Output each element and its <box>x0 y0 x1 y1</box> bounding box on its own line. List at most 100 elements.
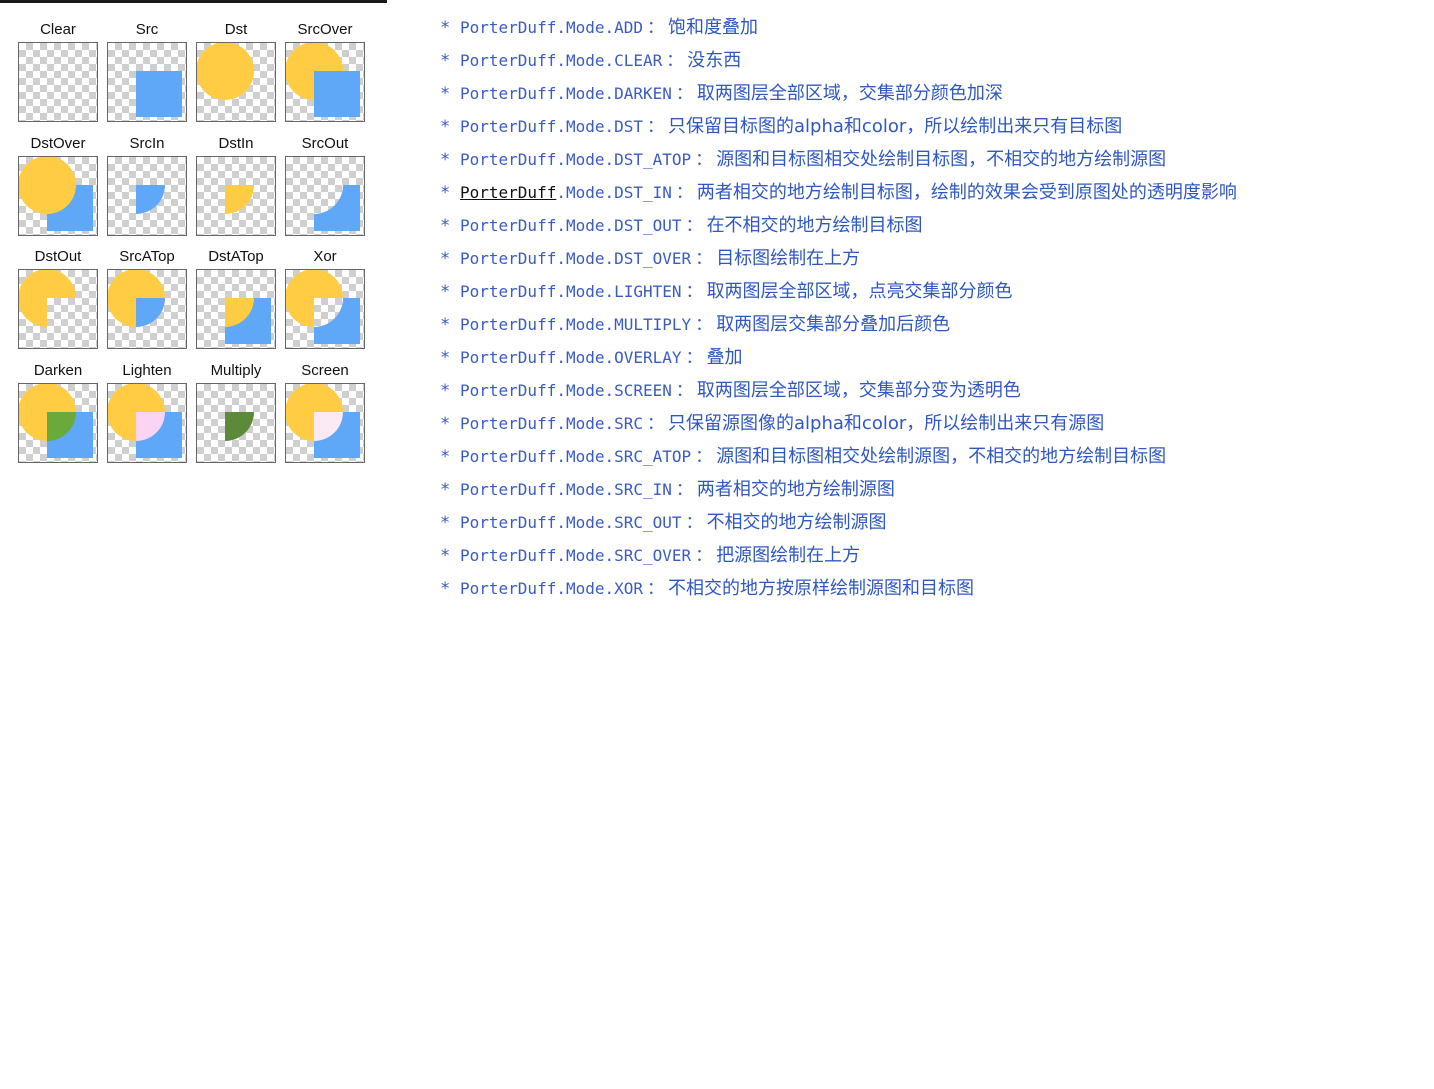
composite-shapes <box>19 156 93 231</box>
checkerboard-canvas <box>107 269 187 349</box>
bullet-star: * <box>440 546 451 566</box>
checkerboard-canvas <box>196 269 276 349</box>
mode-description: 取两图层交集部分叠加后颜色 <box>716 314 951 335</box>
composite-shapes <box>314 184 360 231</box>
checkerboard-canvas <box>285 382 365 463</box>
separator-colon: ： <box>666 51 684 71</box>
mode-constant-name: PorterDuff.Mode.DST_ATOP <box>460 150 692 169</box>
mode-description: 不相交的地方按原样绘制源图和目标图 <box>668 578 975 599</box>
mode-description: 源图和目标图相交处绘制目标图，不相交的地方绘制源图 <box>716 149 1167 170</box>
checkerboard-canvas <box>285 42 365 122</box>
checkerboard-canvas <box>18 42 98 122</box>
bullet-star: * <box>440 381 451 401</box>
mode-description: 源图和目标图相交处绘制源图，不相交的地方绘制目标图 <box>716 446 1167 467</box>
bullet-star: * <box>440 447 451 467</box>
mode-constant-name: PorterDuff.Mode.MULTIPLY <box>460 315 692 334</box>
mode-list-item: *PorterDuff.Mode.SRC_OVER：把源图绘制在上方 <box>440 541 1420 574</box>
mode-tile-label: DstATop <box>208 248 264 265</box>
separator-colon: ： <box>675 84 693 104</box>
bullet-star: * <box>440 84 451 104</box>
separator-colon: ： <box>685 282 703 302</box>
composite-shapes <box>225 184 254 214</box>
mode-list-item: *PorterDuff.Mode.DST_ATOP：源图和目标图相交处绘制目标图… <box>440 145 1420 178</box>
mode-tile-label: Lighten <box>122 361 172 379</box>
bullet-star: * <box>440 249 451 269</box>
mode-tile-label: SrcOut <box>301 134 349 152</box>
mode-constant-name: PorterDuff.Mode.SRC_OUT <box>460 513 682 532</box>
separator-colon: ： <box>695 315 713 335</box>
separator-colon: ： <box>685 348 703 368</box>
mode-constant-name: PorterDuff.Mode.XOR <box>460 579 644 598</box>
bullet-star: * <box>440 282 451 302</box>
mode-constant: PorterDuff.Mode.XOR <box>460 579 643 598</box>
mode-constant-name: PorterDuff.Mode.SCREEN <box>460 381 672 400</box>
separator-colon: ： <box>685 216 703 236</box>
mode-list-item: * PorterDuff.Mode.DST_OUT：在不相交的地方绘制目标图 <box>440 211 1420 244</box>
mode-tile-label: SrcIn <box>129 134 165 152</box>
mode-list-item: *PorterDuff.Mode.LIGHTEN：取两图层全部区域，点亮交集部分… <box>440 277 1420 310</box>
mode-constant: PorterDuff.Mode.MULTIPLY <box>460 315 691 334</box>
mode-description: 目标图绘制在上方 <box>716 248 861 269</box>
separator-colon: ： <box>675 381 693 401</box>
composite-shapes <box>286 43 360 117</box>
mode-tile-label: SrcATop <box>119 248 175 265</box>
mode-description: 在不相交的地方绘制目标图 <box>706 215 923 236</box>
mode-constant: PorterDuff.Mode.SRC_ATOP <box>460 447 691 466</box>
src-out-region <box>314 184 360 231</box>
separator-colon: ： <box>695 546 713 566</box>
dst-circle <box>197 43 254 100</box>
separator-colon: ： <box>695 447 713 467</box>
src-atop-region <box>136 298 165 327</box>
mode-tile-label: Screen <box>301 361 349 379</box>
bullet-star: * <box>440 216 451 236</box>
mode-list: *PorterDuff.Mode.ADD：饱和度叠加*PorterDuff.Mo… <box>440 13 1420 607</box>
mode-constant-name: PorterDuff.Mode.DST_OUT <box>460 216 682 235</box>
bullet-star: * <box>440 117 451 137</box>
composite-shapes <box>136 184 165 214</box>
class-link[interactable]: PorterDuff <box>460 183 557 202</box>
bullet-star: * <box>440 51 451 71</box>
composite-shapes <box>19 383 93 458</box>
mode-constant: PorterDuff.Mode.LIGHTEN <box>460 282 682 301</box>
mode-description: 取两图层全部区域，交集部分变为透明色 <box>696 380 1021 401</box>
mode-description: 两者相交的地方绘制目标图，绘制的效果会受到原图处的透明度影响 <box>696 182 1237 203</box>
composite-shapes <box>286 383 360 458</box>
mode-description: 没东西 <box>687 50 742 71</box>
mode-constant-name: PorterDuff.Mode.LIGHTEN <box>460 282 682 301</box>
bullet-star: * <box>440 150 451 170</box>
checkerboard-canvas <box>196 42 276 122</box>
dst-atop-region <box>225 298 254 327</box>
mode-constant-name: .Mode.DST_IN <box>556 183 672 202</box>
checkerboard-canvas <box>196 155 276 236</box>
lighten-overlap <box>136 411 165 441</box>
composite-shapes <box>19 270 76 327</box>
checkerboard-canvas <box>18 269 98 349</box>
mode-tile-label: Src <box>135 21 159 38</box>
checkerboard-canvas <box>18 155 98 236</box>
mode-constant: PorterDuff.Mode.DST_ATOP <box>460 150 691 169</box>
mode-list-item: *PorterDuff.Mode.ADD：饱和度叠加 <box>440 13 1420 46</box>
separator-colon: ： <box>647 18 665 38</box>
separator-colon: ： <box>675 183 693 203</box>
dst-xor-region <box>286 270 343 327</box>
mode-list-item: *PorterDuff.Mode.OVERLAY：叠加 <box>440 343 1420 376</box>
bullet-star: * <box>440 579 451 599</box>
bullet-star: * <box>440 480 451 500</box>
bullet-star: * <box>440 18 451 38</box>
composite-shapes <box>108 270 165 327</box>
mode-tile-label: SrcOver <box>297 21 353 38</box>
mode-constant: PorterDuff.Mode.SRC_OVER <box>460 546 691 565</box>
checkerboard-canvas <box>107 42 187 122</box>
mode-tile-label: Darken <box>33 361 83 379</box>
mode-constant-name: PorterDuff.Mode.DST_OVER <box>460 249 692 268</box>
bullet-star: * <box>440 183 451 203</box>
mode-tile-label: DstOut <box>34 248 82 265</box>
separator-colon: ： <box>685 513 703 533</box>
checkerboard-canvas <box>285 269 365 349</box>
mode-list-item: *PorterDuff.Mode.SRC_IN：两者相交的地方绘制源图 <box>440 475 1420 508</box>
mode-constant: PorterDuff.Mode.SRC <box>460 414 643 433</box>
screen-overlap <box>314 411 343 441</box>
mode-list-item: *PorterDuff.Mode.SRC_OUT：不相交的地方绘制源图 <box>440 508 1420 541</box>
separator-colon: ： <box>647 117 665 137</box>
dst-out-region <box>19 270 76 327</box>
